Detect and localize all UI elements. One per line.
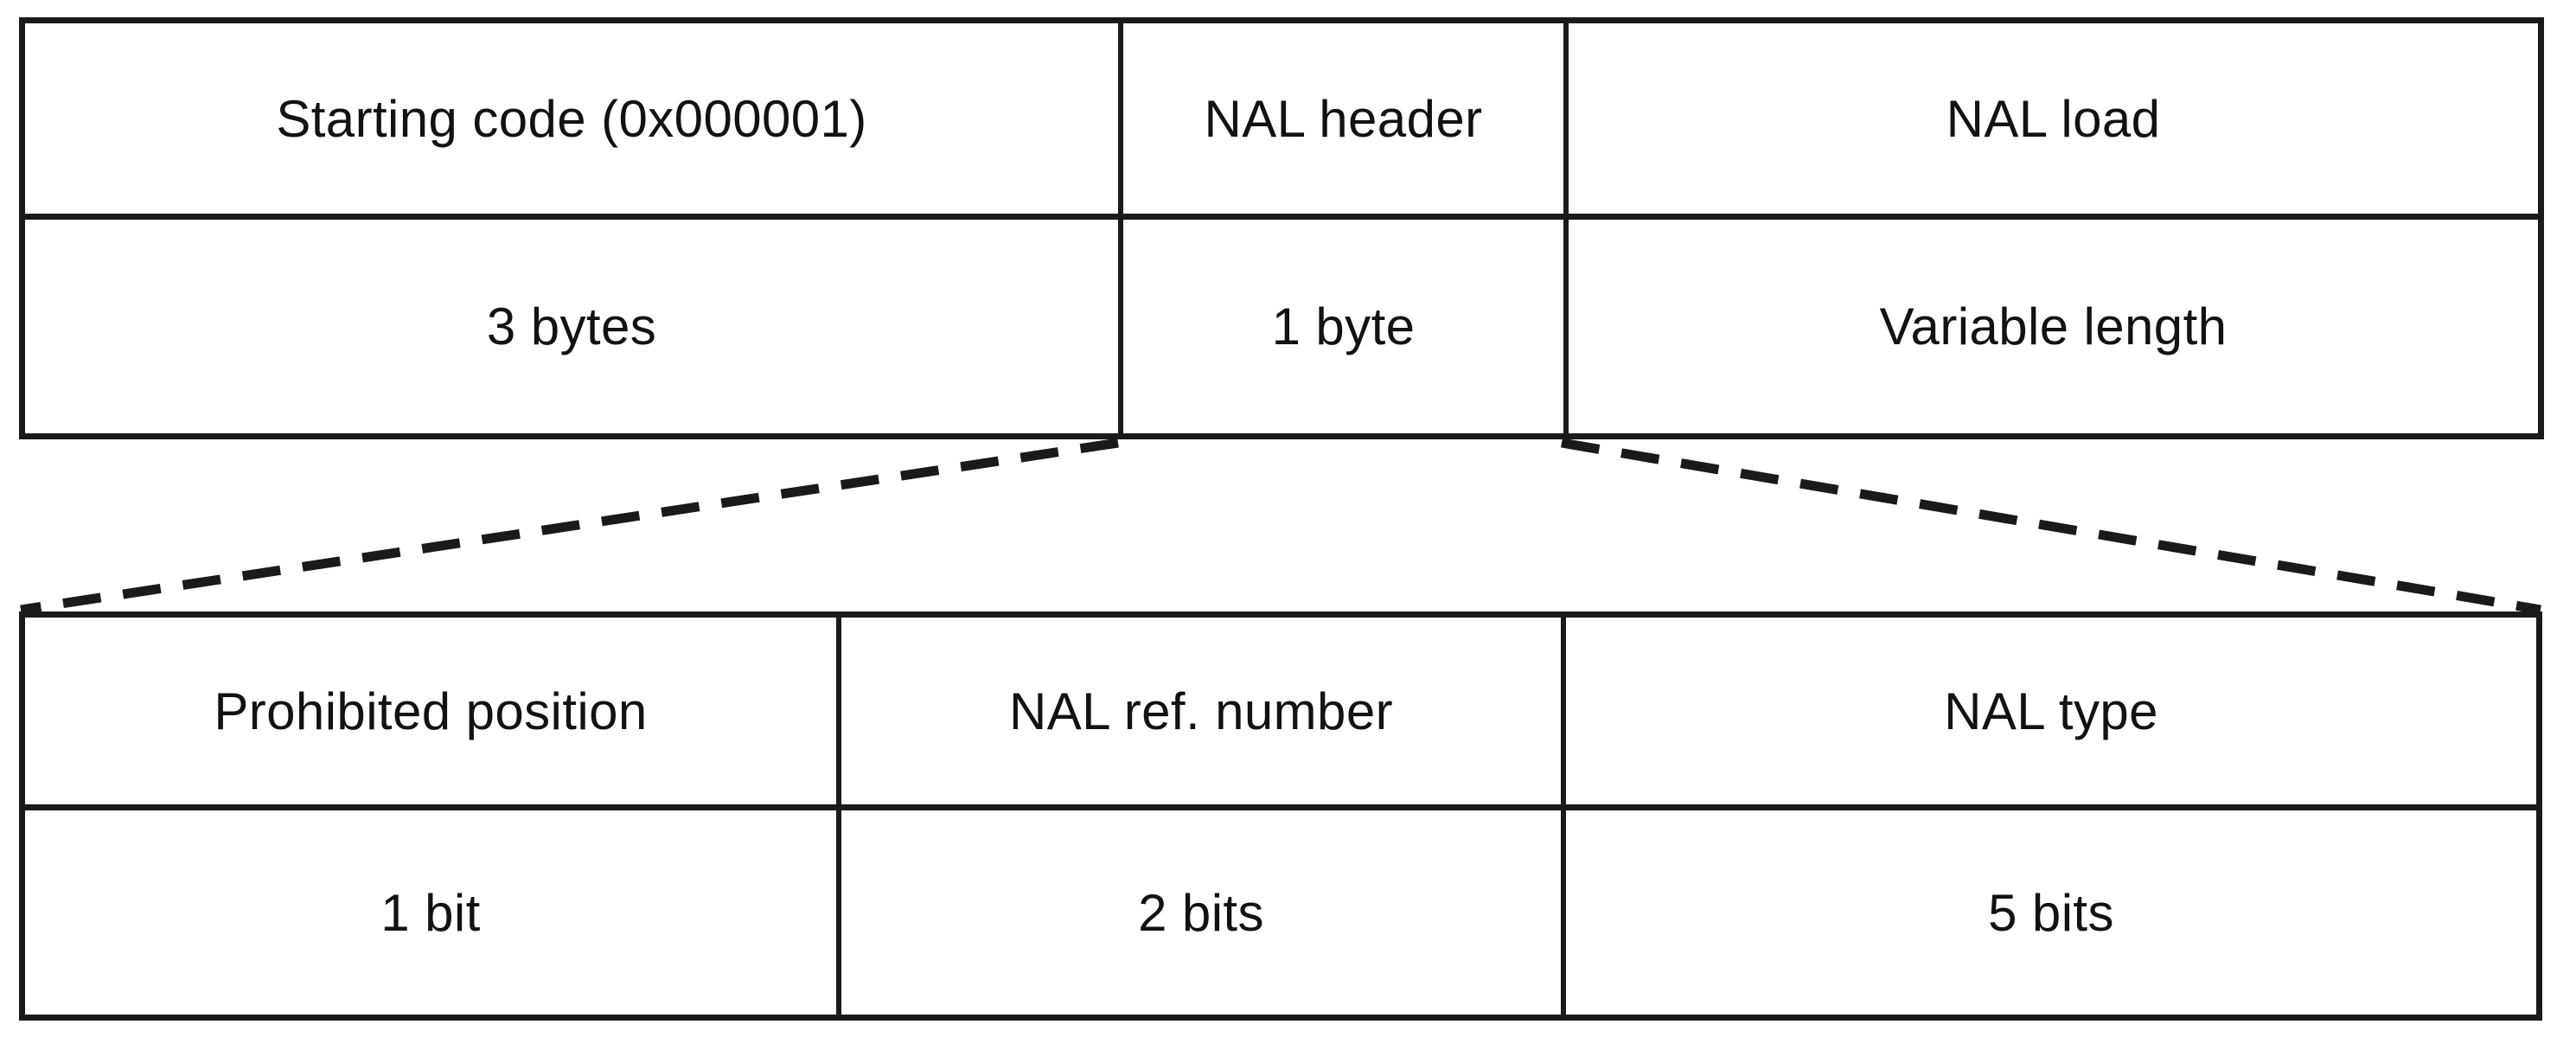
cell-nal-ref-number-name: NAL ref. number [836,618,1561,804]
cell-nal-type-name: NAL type [1561,618,2536,804]
table-row: Prohibited position NAL ref. number NAL … [25,618,2536,810]
cell-nal-header-size: 1 byte [1118,220,1563,433]
table-row: Starting code (0x000001) NAL header NAL … [25,23,2538,220]
cell-nal-header-name: NAL header [1118,23,1563,214]
cell-nal-load-size: Variable length [1563,220,2538,433]
nal-unit-structure-table: Starting code (0x000001) NAL header NAL … [19,17,2544,439]
table-row: 3 bytes 1 byte Variable length [25,220,2538,433]
cell-nal-load-name: NAL load [1563,23,2538,214]
callout-line-right [1561,438,2541,615]
cell-nal-ref-number-size: 2 bits [836,810,1561,1015]
nal-header-breakdown-table: Prohibited position NAL ref. number NAL … [19,611,2542,1021]
cell-starting-code-size: 3 bytes [486,298,657,355]
cell-starting-code-name: Starting code (0x000001) [276,89,867,148]
cell-prohibited-position-size: 1 bit [380,883,481,942]
table-row: 1 bit 2 bits 5 bits [25,810,2536,1015]
cell-nal-type-size: 5 bits [1561,810,2536,1015]
callout-line-left [20,438,1119,615]
cell-prohibited-position-name: Prohibited position [214,682,648,740]
